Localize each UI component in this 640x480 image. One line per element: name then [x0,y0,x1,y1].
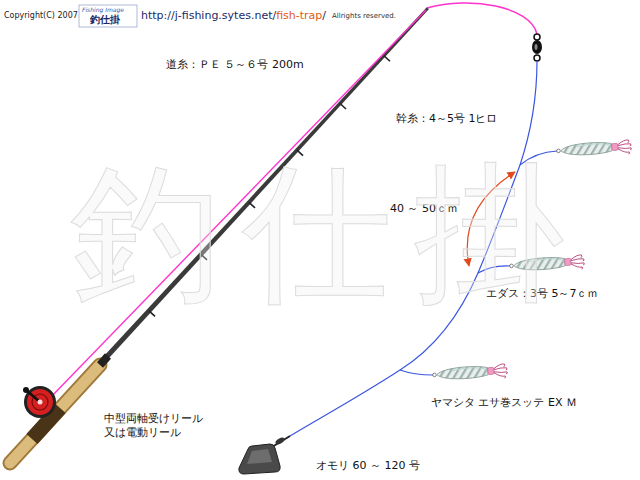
site-url: http://j-fishing.sytes.net/ [141,9,276,23]
branch-lines-part [478,266,510,273]
fishing-rod [10,7,429,463]
dimension-arrow [467,172,515,266]
line-guide [384,56,390,62]
jig-label: ヤマシタ エサ巻スッテ EX Ｍ [431,396,577,410]
branch-lines-part [520,151,557,165]
sinker-part [274,436,285,445]
sinker-label: オモリ 60 ～ 120 号 [316,459,420,473]
swivel-part [534,34,540,40]
line-guide [201,254,207,260]
dimension-label: 40 ～ 50ｃｍ [390,202,458,216]
branch-lines-part [400,370,433,375]
logo-frame [79,5,137,27]
branch-line-label: エダス：3号 5～7ｃｍ [486,287,599,301]
line-guide [340,104,346,110]
squid-jig [509,255,584,274]
reel-part [24,386,56,418]
trunk-line [290,61,537,436]
line-guides [149,56,390,317]
line-guide [297,150,303,156]
main-line-label: 道糸：ＰＥ ５～６号 200m [166,58,304,72]
rod-handle [10,365,100,463]
rod-line [50,10,426,398]
sinker [239,436,290,474]
swivel-part [535,44,538,50]
rights-note: Allrights reserved. [332,12,396,21]
line-guide [149,311,155,317]
logo-tagline: Fishing Image [82,6,124,14]
swivel-part [532,40,542,54]
squid-jig [556,140,631,159]
watermark: 釣仕掛 [70,158,586,308]
sinker-part [239,444,280,474]
swivel-part [534,55,540,61]
logo-title: 釣仕掛 [90,14,120,27]
reel-part [23,387,29,393]
copyright-note: Copyright(C) 2007 [4,11,78,21]
swivel [532,34,542,61]
reel-label: 中型両軸受けリール 又は電動リール [104,412,214,440]
site-url-end: / [322,9,326,23]
rod-handle-cork [10,365,100,463]
reel-part [38,400,43,405]
line-guide [249,202,255,208]
squid-jig [432,364,507,383]
reel [23,386,56,418]
sinker-part [247,449,272,464]
hosel [100,356,108,365]
pe-line [427,3,537,34]
trunk-line-label: 幹糸：4～5号 1ヒロ [396,112,498,126]
site-url-path: fish-trap [276,9,322,23]
sinker-part [272,436,290,447]
reel-part [27,389,53,415]
